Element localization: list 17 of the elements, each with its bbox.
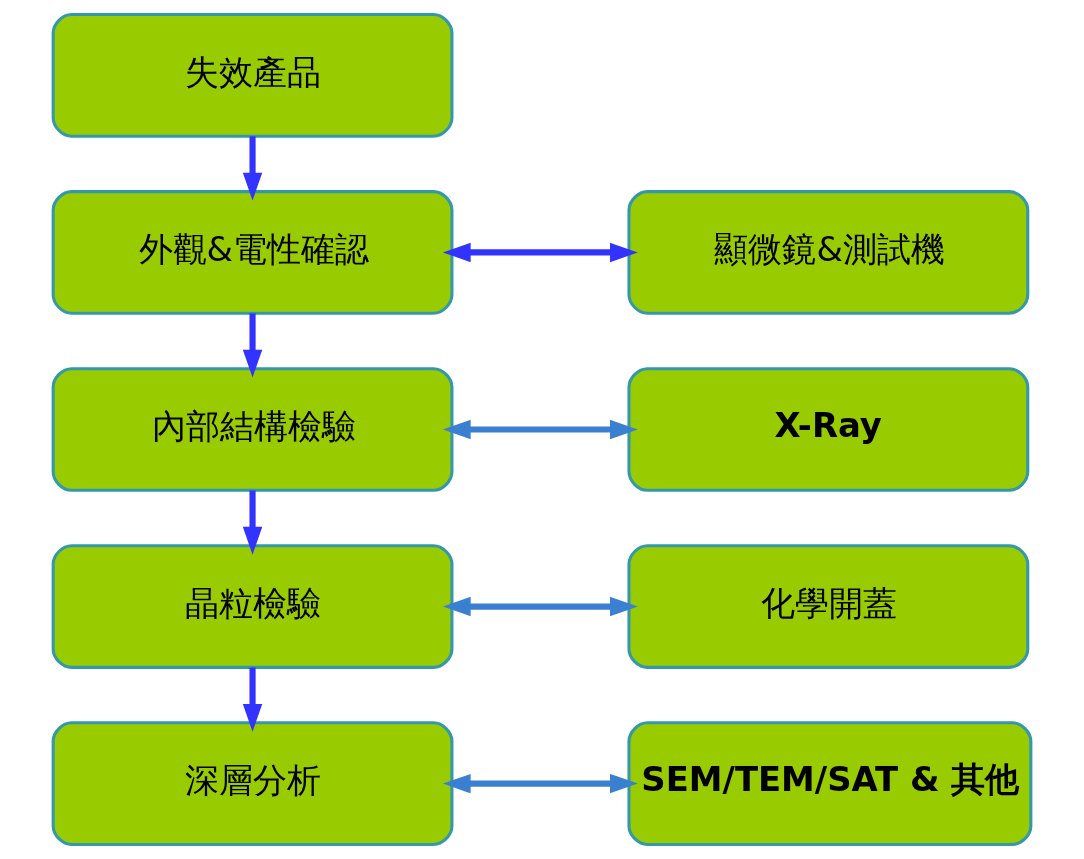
- arrow: [242, 667, 263, 732]
- node-box: 晶粒檢驗: [51, 544, 454, 669]
- node-box: 深層分析: [51, 721, 454, 846]
- node-box: 內部結構檢驗: [51, 367, 454, 492]
- node-box: 化學開蓋: [627, 544, 1030, 669]
- arrow: [442, 419, 638, 440]
- arrow: [242, 136, 263, 201]
- arrow: [242, 313, 263, 378]
- node-box: X-Ray: [627, 367, 1030, 492]
- arrow: [442, 596, 638, 617]
- arrow: [242, 490, 263, 555]
- node-box: SEM/TEM/SAT & 其他: [627, 721, 1033, 846]
- node-box: 顯微鏡&測試機: [627, 190, 1030, 315]
- arrow: [442, 773, 638, 794]
- node-box: 外觀&電性確認: [51, 190, 454, 315]
- arrow: [442, 242, 638, 263]
- node-box: 失效產品: [51, 13, 454, 138]
